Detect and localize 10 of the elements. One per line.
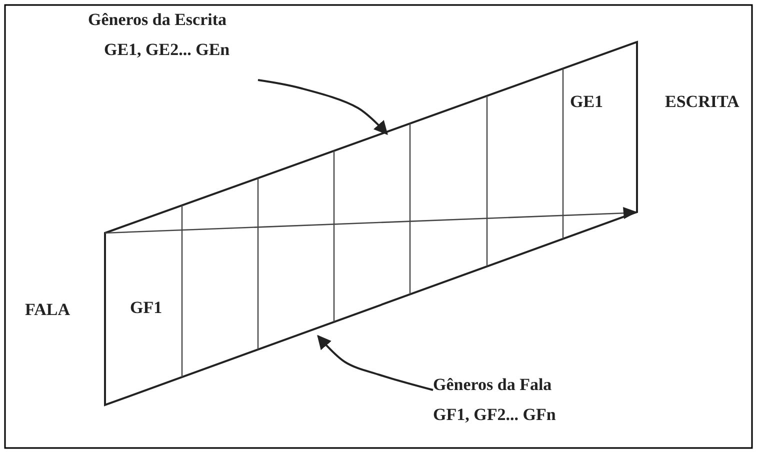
callout-text: Gêneros da Escrita (88, 10, 227, 30)
leader-arrow (317, 334, 434, 391)
callout-text: GE1, GE2... GEn (104, 40, 230, 60)
leader-arrow (258, 79, 388, 136)
callout-text: GF1, GF2... GFn (433, 405, 556, 426)
cell-label: GE1 (570, 92, 604, 112)
side-label: FALA (25, 300, 70, 320)
side-label: ESCRITA (665, 92, 740, 112)
cell-label: GF1 (130, 298, 162, 318)
callout-text: Gêneros da Fala (433, 375, 552, 396)
